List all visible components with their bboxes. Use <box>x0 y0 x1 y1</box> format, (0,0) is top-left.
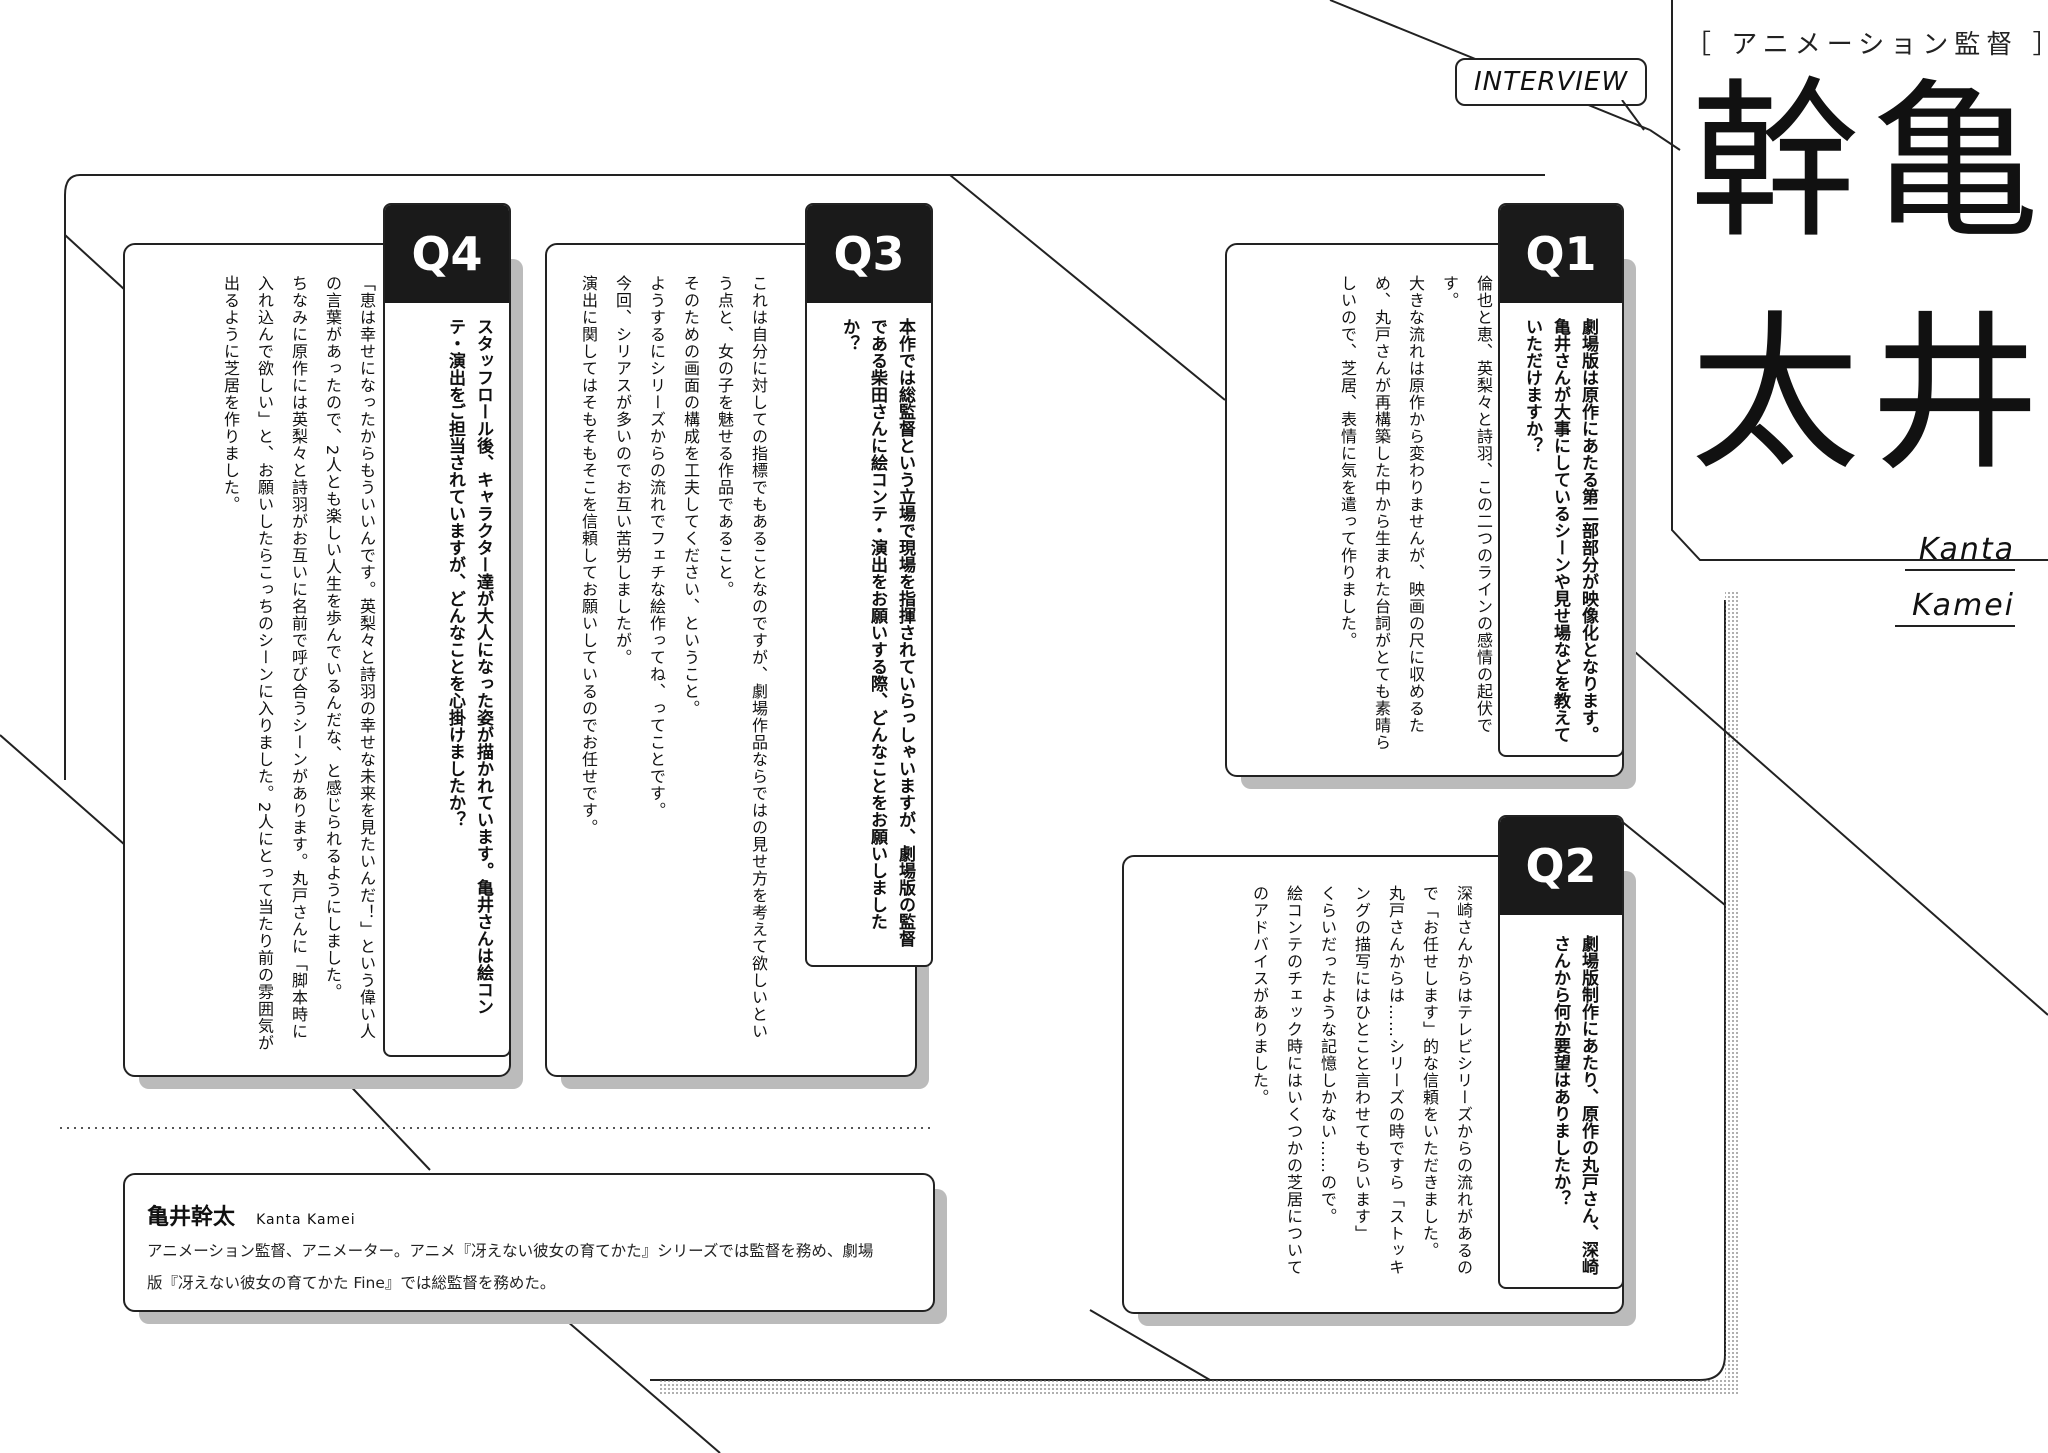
role-label: ［ アニメーション監督 ］ <box>1685 30 2048 60</box>
profile-name-romaji: Kanta Kamei <box>256 1212 356 1228</box>
name-char-3: 幹 <box>1690 64 1861 262</box>
romaji-first: Kanta <box>1905 532 2015 571</box>
q3-label: Q3 <box>807 205 931 303</box>
q1-tab: Q1 <box>1498 203 1624 757</box>
q3-question: 本作では総監督という立場で現場を指揮されていらっしゃいますが、劇場版の監督である… <box>839 318 915 947</box>
q3-answer: これは自分に対しての指標でもあることなのですが、劇場作品ならではの見せ方を考えて… <box>579 275 768 1040</box>
profile-bio-line2: 版『冴えない彼女の育てかた Fine』では総監督を務めた。 <box>147 1274 556 1292</box>
q1-label: Q1 <box>1500 205 1622 303</box>
q4-question: スタッフロール後、キャラクター達が大人になった姿が描かれています。亀井さんは絵コ… <box>445 318 493 1015</box>
name-char-1: 亀 <box>1870 64 2041 262</box>
q2-question: 劇場版制作にあたり、原作の丸戸さん、深崎さんから何か要望はありましたか？ <box>1550 935 1598 1275</box>
q1-answer: 倫也と恵、英梨々と詩羽、この二つのラインの感情の起伏です。 大きな流れは原作から… <box>1338 275 1493 751</box>
interview-badge: INTERVIEW <box>1455 58 1647 106</box>
q2-answer: 深崎さんからはテレビシリーズからの流れがあるので「お任せします」的な信頼をいただ… <box>1250 885 1473 1276</box>
q2-label: Q2 <box>1500 817 1622 915</box>
interview-badge-tail <box>1621 100 1645 131</box>
interview-label: INTERVIEW <box>1473 67 1629 97</box>
profile-box: 亀井幹太 Kanta Kamei アニメーション監督、アニメーター。アニメ『冴え… <box>123 1173 935 1312</box>
q4-label: Q4 <box>385 205 509 303</box>
q1-question: 劇場版は原作にあたる第二部部分が映像化となります。亀井さんが大事にしているシーン… <box>1522 318 1598 743</box>
profile-name: 亀井幹太 <box>147 1205 236 1230</box>
q4-answer: 「恵は幸せになったからもういいんです。英梨々と詩羽の幸せな未来を見たいんだ！」と… <box>221 275 376 1052</box>
profile-bio-line1: アニメーション監督、アニメーター。アニメ『冴えない彼女の育てかた』シリーズでは監… <box>147 1242 874 1260</box>
name-char-2: 井 <box>1870 296 2041 494</box>
name-char-4: 太 <box>1690 296 1861 494</box>
q4-tab: Q4 <box>383 203 511 1057</box>
q2-tab: Q2 <box>1498 815 1624 1289</box>
romaji-last: Kamei <box>1895 588 2015 627</box>
q3-tab: Q3 <box>805 203 933 967</box>
